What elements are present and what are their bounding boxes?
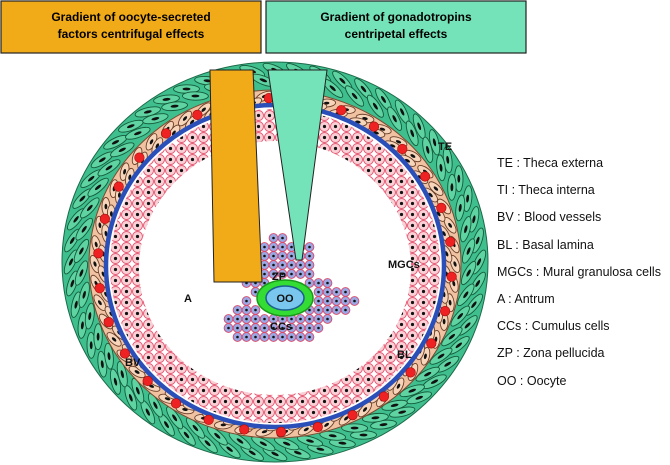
label-antrum: A [184,293,192,305]
gonadotropins-box-bg [265,0,527,54]
legend-item-mgcs: MGCs : Mural granulosa cells [497,264,661,279]
label-te: TE [438,141,452,153]
label-oo: OO [276,293,294,305]
legend-item-oo: OO : Oocyte [497,373,567,388]
blood-vessel-dot [239,424,250,435]
blood-vessel-dot [336,105,347,116]
gonadotropins-title-line2: centripetal effects [345,27,448,41]
label-mgcs: MGCs [388,259,420,271]
label-bv: BV [125,357,141,369]
blood-vessel-dot [192,109,203,120]
blood-vessel-dot [426,338,437,349]
blood-vessel-dot [420,171,431,182]
legend-item-bl: BL : Basal lamina [497,237,594,252]
blood-vessel-dot [161,128,172,139]
blood-vessel-dot [440,306,451,317]
blood-vessel-dot [445,236,456,247]
blood-vessel-dot [397,143,408,155]
oocyte-factors-title-line2: factors centrifugal effects [58,27,205,41]
gonadotropins-title-line1: Gradient of gonadotropins [320,10,472,24]
blood-vessel-dot [99,213,110,224]
blood-vessel-dot [142,375,153,387]
cumulus-cells [223,233,360,342]
oocyte-factors-box: Gradient of oocyte-secreted factors cent… [0,0,262,54]
blood-vessel-dot [446,271,457,282]
legend-item-ccs: CCs : Cumulus cells [497,319,610,334]
legend-item-bv: BV : Blood vessels [497,210,602,225]
blood-vessel-dot [103,317,114,328]
blood-vessel-dot [93,248,104,259]
gonadotropins-box: Gradient of gonadotropins centripetal ef… [265,0,527,54]
theca-externa-cells [63,62,487,462]
blood-vessel-dot [134,152,145,163]
oocyte-gradient-wedge [209,69,263,283]
oocyte [265,285,305,311]
legend-item-a: A : Antrum [497,291,555,306]
blood-vessel-dot [94,283,105,294]
label-ccs: CCs [270,321,292,333]
blood-vessel-dot [203,414,214,425]
label-zp: ZP [272,271,286,283]
legend-item-te: TE : Theca externa [497,156,604,170]
blood-vessel-dot [347,410,358,421]
oocyte-factors-title-line1: Gradient of oocyte-secreted [51,10,210,24]
legend: TE : Theca externa TI : Theca interna BV… [497,150,669,395]
label-bl: BL [397,349,412,361]
blood-vessels [93,92,457,438]
blood-vessel-dot [436,202,447,213]
blood-vessel-dot [170,398,182,409]
blood-vessel-dot [312,421,323,433]
legend-item-ti: TI : Theca interna [497,183,595,198]
oocyte-factors-box-bg [0,0,262,54]
blood-vessel-dot [119,348,130,359]
blood-vessel-dot [113,181,124,192]
gonadotropin-gradient-wedge [267,69,328,261]
legend-item-zp: ZP : Zona pellucida [497,346,605,361]
blood-vessel-dot [378,391,390,402]
blood-vessel-dot [405,367,416,378]
blood-vessel-dot [368,121,380,132]
blood-vessel-dot [276,426,287,438]
